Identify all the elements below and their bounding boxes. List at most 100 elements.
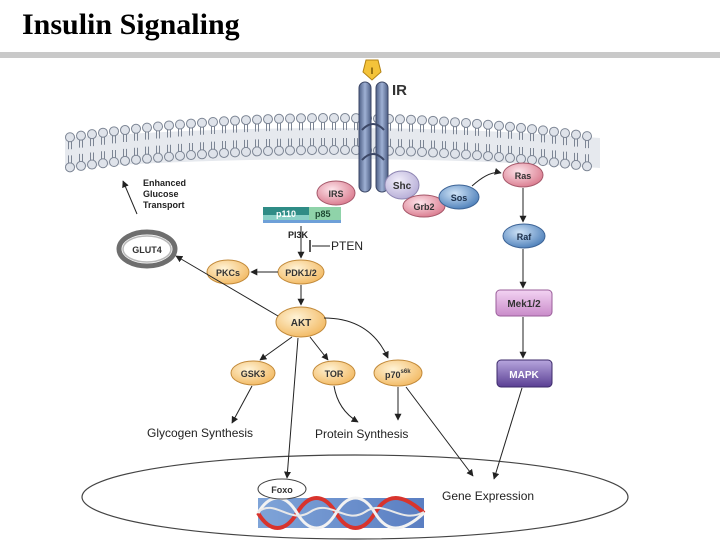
grb2-label: Grb2	[413, 202, 434, 212]
raf-label: Raf	[517, 232, 533, 242]
lipid-head	[538, 156, 548, 167]
shc-node	[384, 170, 420, 200]
glut4-node	[116, 229, 178, 269]
lipid-head	[582, 161, 592, 172]
lipid-head	[230, 115, 240, 126]
lipid-head	[549, 157, 559, 168]
arrow-mapk-to-gene	[492, 387, 523, 480]
insulin-icon: I	[362, 59, 382, 81]
lipid-head	[494, 151, 504, 162]
lipid-head	[153, 152, 163, 163]
lipid-head	[296, 113, 306, 124]
pathway-arrows	[122, 167, 527, 480]
lipid-head	[329, 145, 339, 156]
receptor-label: IR	[392, 82, 407, 99]
enhanced-label-line3: Transport	[143, 200, 185, 210]
lipid-head	[164, 120, 174, 131]
pi3k-label: PI3K	[288, 230, 309, 240]
tor-node	[312, 360, 356, 386]
lipid-head	[186, 150, 196, 161]
p70-node	[373, 359, 423, 387]
lipid-head	[571, 129, 581, 140]
lipid-head	[263, 146, 273, 157]
lipid-head	[307, 145, 317, 156]
mek-label: Mek1/2	[507, 299, 541, 310]
gsk3-label: GSK3	[241, 369, 266, 379]
p85-label: p85	[315, 209, 331, 219]
enhanced-label-line2: Glucose	[143, 189, 179, 199]
lipid-head	[340, 145, 350, 156]
mapk-node	[496, 359, 553, 388]
lipid-head	[439, 148, 449, 159]
lipid-head	[406, 146, 416, 157]
lipid-head	[76, 160, 86, 171]
glut4-inner	[122, 235, 172, 263]
lipid-head	[131, 154, 141, 165]
nucleus-outline	[81, 454, 629, 540]
lipid-head	[164, 151, 174, 162]
lipid-head	[120, 155, 130, 166]
lipid-head	[285, 113, 295, 124]
lipid-head	[131, 123, 141, 134]
lipid-head	[505, 121, 515, 132]
arrow-akt-to-gsk3	[259, 336, 293, 361]
lipid-head	[483, 151, 493, 162]
lipid-head	[571, 159, 581, 170]
arrow-akt-to-tor	[309, 336, 329, 361]
lipid-head	[516, 122, 526, 133]
lipid-head	[252, 146, 262, 157]
lipid-head	[461, 117, 471, 128]
dna-helix	[256, 496, 426, 530]
lipid-head	[65, 162, 75, 173]
pten-label: PTEN	[331, 239, 363, 253]
p70-superscript: s6k	[401, 369, 412, 375]
lipid-head	[472, 118, 482, 129]
ras-node	[502, 162, 544, 188]
foxo-node	[257, 478, 307, 500]
lipid-head	[98, 127, 108, 138]
pkcs-node	[206, 259, 250, 285]
lipid-head	[142, 153, 152, 164]
lipid-head	[153, 121, 163, 132]
foxo-label: Foxo	[271, 485, 293, 495]
lipid-head	[197, 117, 207, 128]
p70-main: p70	[385, 370, 401, 380]
lipid-head	[87, 159, 97, 170]
pi3k-complex	[263, 207, 341, 223]
arrow-sos-to-ras	[471, 167, 502, 187]
lipid-head	[98, 158, 108, 169]
enhanced-label-line1: Enhanced	[143, 178, 186, 188]
arrow-gsk3-to-glycogen	[231, 385, 253, 424]
lipid-head	[230, 147, 240, 158]
lipid-head	[329, 113, 339, 124]
insulin-receptor	[358, 81, 389, 193]
lipid-head	[175, 150, 185, 161]
irs-node	[316, 180, 356, 206]
p70-label: p70s6k	[385, 369, 411, 380]
lipid-head	[65, 132, 75, 143]
lipid-head	[87, 129, 97, 140]
lipid-head	[197, 149, 207, 160]
lipid-head	[560, 158, 570, 169]
glut4-label: GLUT4	[132, 245, 162, 255]
lipid-head	[252, 114, 262, 125]
lipid-head	[494, 120, 504, 131]
lipid-head	[450, 117, 460, 128]
insulin-label: I	[371, 66, 374, 76]
lipid-head	[417, 147, 427, 158]
ras-label: Ras	[515, 171, 532, 181]
lipid-head	[516, 153, 526, 164]
lipid-head	[241, 115, 251, 126]
lipid-head	[439, 116, 449, 127]
raf-node	[502, 223, 546, 249]
lipid-head	[549, 126, 559, 137]
lipid-head	[395, 146, 405, 157]
lipid-head	[175, 119, 185, 130]
p110-label: p110	[276, 209, 296, 219]
mapk-label: MAPK	[509, 370, 539, 381]
gsk3-node	[230, 360, 276, 386]
sos-node	[438, 184, 480, 210]
lipid-head	[483, 119, 493, 130]
lipid-head	[428, 115, 438, 126]
